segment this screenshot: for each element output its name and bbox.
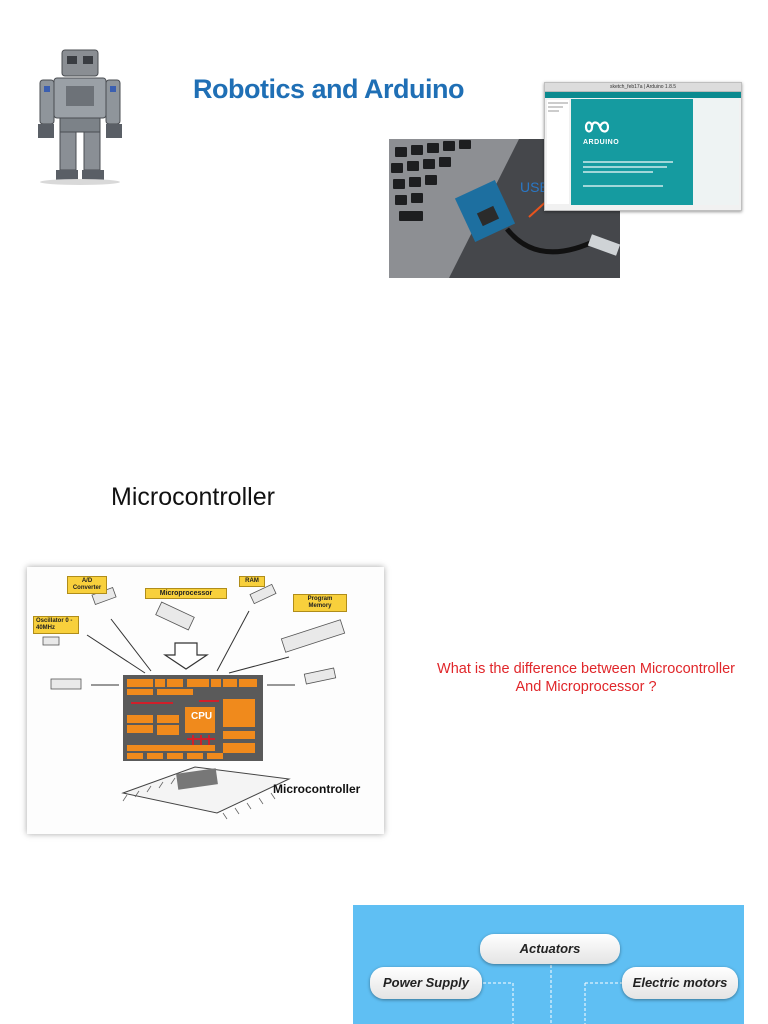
ram-label: RAM [239, 576, 265, 587]
components-diagram: Actuators Power Supply Electric motors [353, 905, 744, 1024]
ide-toolbar [545, 92, 741, 98]
ide-splash-side [693, 99, 739, 205]
arduino-ide-screenshot: sketch_feb17a | Arduino 1.8.5 ARDUINO [544, 82, 742, 211]
arduino-infinity-icon [584, 121, 610, 133]
microcontroller-diagram: A/D Converter Microprocessor RAM Program… [27, 567, 384, 834]
usb-label: USB [520, 179, 549, 195]
arduino-logo-text: ARDUINO [583, 139, 620, 146]
diagram-graphic [42, 583, 346, 820]
power-supply-box: Power Supply [370, 967, 482, 999]
actuators-box: Actuators [480, 934, 620, 964]
ide-title-bar: sketch_feb17a | Arduino 1.8.5 [545, 83, 741, 92]
oscillator-label: Oscillator 0 - 40MHz [33, 616, 79, 634]
program-memory-label: Program Memory [293, 594, 347, 612]
ad-converter-label: A/D Converter [67, 576, 107, 594]
robot-image [38, 49, 122, 185]
question-line-1: What is the difference between Microcont… [437, 661, 735, 677]
section-heading: Microcontroller [111, 483, 275, 511]
cpu-label: CPU [191, 711, 213, 722]
microprocessor-label: Microprocessor [145, 588, 227, 599]
ide-code-area [547, 100, 569, 204]
connector-lines [478, 965, 623, 1024]
question-line-2: And Microprocessor ? [515, 679, 657, 695]
ide-splash: ARDUINO [571, 99, 693, 205]
electric-motors-box: Electric motors [622, 967, 738, 999]
question-text: What is the difference between Microcont… [419, 660, 753, 696]
page-title: Robotics and Arduino [193, 74, 464, 104]
microcontroller-label: Microcontroller [273, 782, 361, 796]
